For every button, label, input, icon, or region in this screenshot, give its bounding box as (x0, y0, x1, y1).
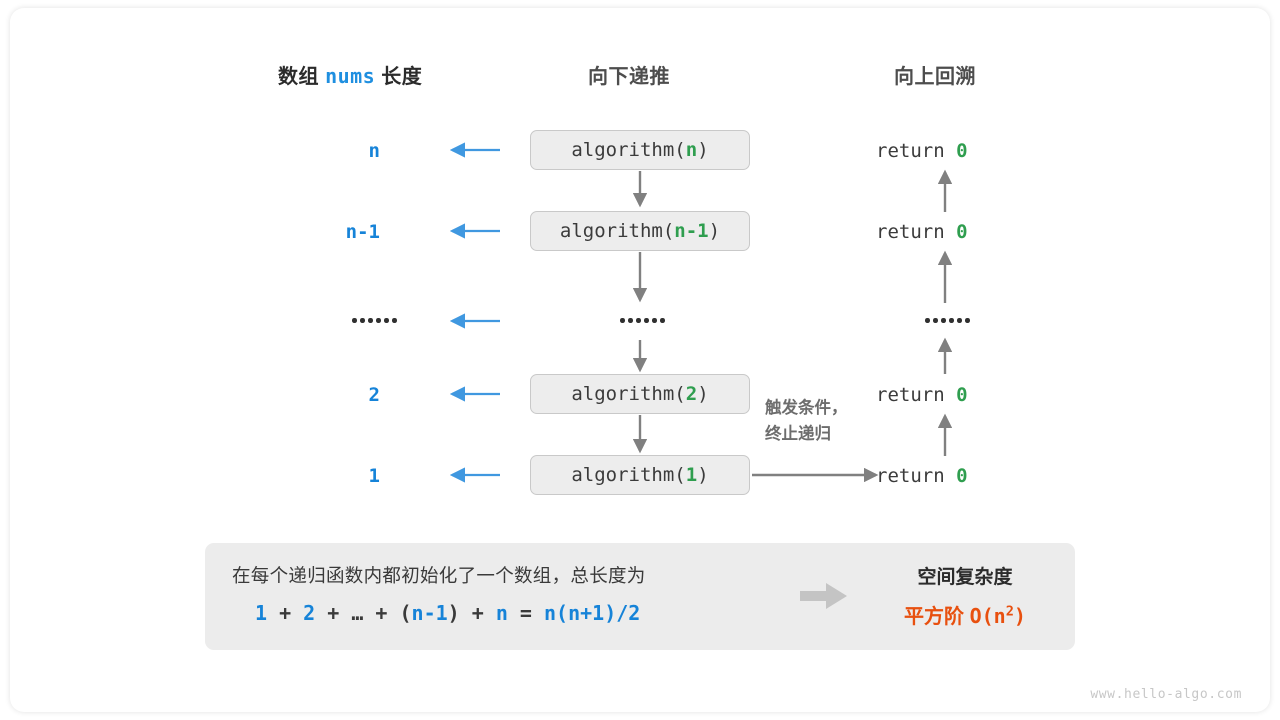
call-box-close-5: ) (697, 464, 709, 486)
header-array-length: 数组 nums 长度 (278, 60, 422, 89)
call-box-name-4: algorithm( (571, 383, 686, 405)
call-box-row-2: algorithm(n-1) (530, 211, 750, 251)
return-row-4: return 0 (876, 384, 968, 406)
formula-part-6: n (495, 601, 508, 625)
call-box-close-4: ) (697, 383, 709, 405)
formula-part-5: ) + (447, 601, 496, 625)
call-box-arg-1: n (685, 139, 698, 161)
space-complexity-bigo-tail: ) (1013, 604, 1026, 628)
call-box-row-4: algorithm(2) (530, 374, 750, 414)
summary-formula: 1 + 2 + … + (n-1) + n = n(n+1)/2 (255, 601, 640, 625)
space-complexity-order-cn: 平方阶 (904, 606, 965, 628)
length-label-row-2: n-1 (345, 221, 380, 243)
return-keyword-2: return (876, 221, 945, 243)
length-label-row-5: 1 (368, 465, 380, 487)
length-label-row-4: 2 (368, 384, 380, 406)
formula-part-0: 1 (255, 601, 268, 625)
length-label-row-1: n (368, 140, 380, 162)
summary-panel (205, 543, 1075, 650)
formula-part-1: + (267, 601, 304, 625)
header-upward-backtrack: 向上回溯 (894, 66, 976, 88)
return-value-1: 0 (956, 140, 968, 162)
space-complexity-exponent: 2 (1005, 603, 1014, 620)
length-label-row-3-ellipsis (352, 318, 397, 323)
return-keyword-5: return (876, 465, 945, 487)
return-row-3-ellipsis (925, 318, 970, 323)
return-keyword-1: return (876, 140, 945, 162)
call-box-name-5: algorithm( (571, 464, 686, 486)
call-box-row-5: algorithm(1) (530, 455, 750, 495)
space-complexity-value: 平方阶 O(n2) (865, 600, 1065, 629)
base-case-note: 触发条件， 终止递归 (765, 396, 848, 447)
formula-part-7: = (507, 601, 545, 625)
header-array-prefix: 数组 (278, 66, 319, 88)
call-box-row-1: algorithm(n) (530, 130, 750, 170)
call-box-arg-4: 2 (685, 383, 698, 405)
result-arrow-icon (800, 583, 847, 609)
return-value-4: 0 (956, 384, 968, 406)
header-array-nums: nums (325, 64, 376, 88)
return-keyword-4: return (876, 384, 945, 406)
formula-part-2: 2 (303, 601, 316, 625)
summary-description: 在每个递归函数内都初始化了一个数组，总长度为 (232, 565, 646, 586)
formula-part-8: n(n+1)/2 (544, 601, 641, 625)
call-box-row-3-ellipsis (620, 318, 665, 323)
base-case-note-line-1: 触发条件， (765, 399, 848, 417)
space-complexity-bigo-head: O(n (969, 604, 1006, 628)
call-box-close-2: ) (708, 220, 721, 242)
call-box-arg-5: 1 (685, 464, 698, 486)
header-downward-recursion: 向下递推 (588, 66, 670, 88)
formula-part-4: n-1 (411, 601, 448, 625)
call-box-name-1: algorithm( (571, 139, 686, 161)
call-box-name-2: algorithm( (559, 220, 675, 242)
return-row-2: return 0 (876, 221, 968, 243)
return-value-5: 0 (956, 465, 968, 487)
formula-part-3: + … + ( (315, 601, 412, 625)
return-row-1: return 0 (876, 140, 968, 162)
space-complexity-title: 空间复杂度 (917, 567, 1013, 588)
call-box-close-1: ) (697, 139, 709, 161)
blue-pointer-arrows (449, 142, 500, 483)
call-box-arg-2: n-1 (674, 220, 709, 242)
space-complexity-bigo: O(n2) (969, 603, 1026, 628)
base-case-note-line-2: 终止递归 (765, 424, 831, 443)
return-value-2: 0 (956, 221, 968, 243)
header-array-suffix: 长度 (381, 66, 423, 88)
return-row-5: return 0 (876, 465, 968, 487)
watermark: www.hello-algo.com (1090, 687, 1242, 702)
